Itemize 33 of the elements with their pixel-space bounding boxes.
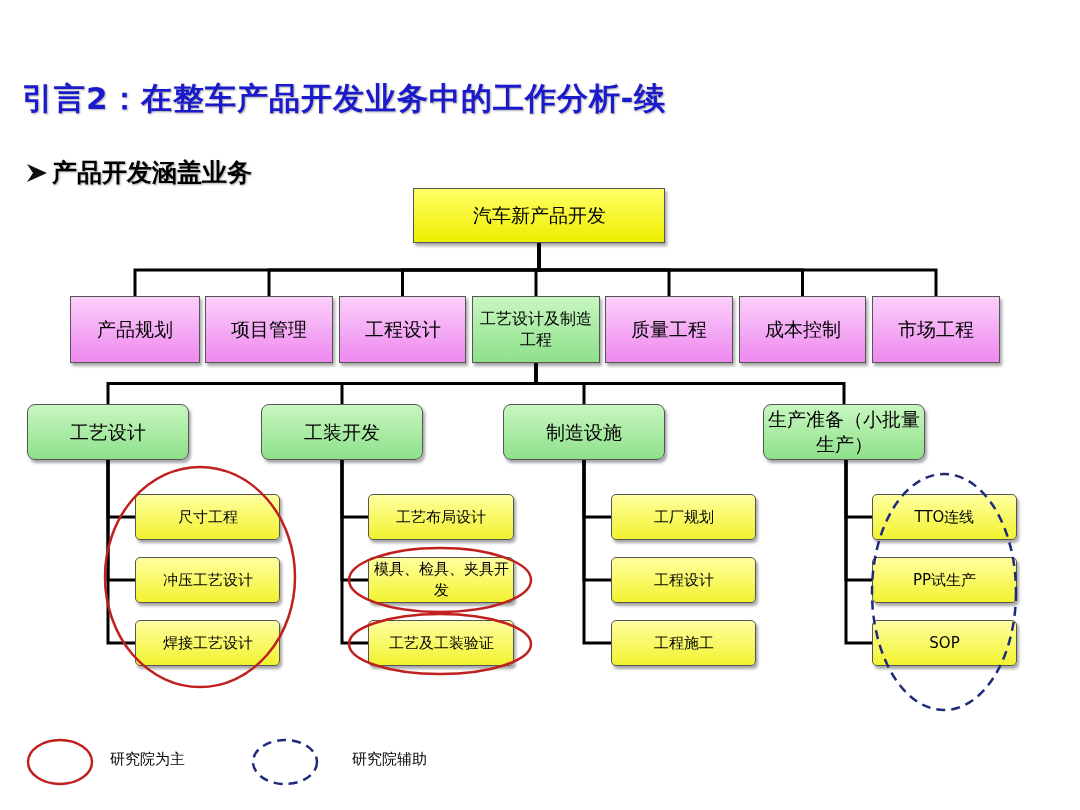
connector-line (844, 460, 872, 645)
department-box: 工程设计 (339, 296, 466, 363)
legend-text: 研究院为主 (110, 750, 185, 769)
task-box: 工程施工 (611, 620, 756, 666)
task-box: 尺寸工程 (135, 494, 280, 540)
task-box: 模具、检具、夹具开发 (368, 557, 514, 603)
root-box: 汽车新产品开发 (413, 188, 665, 243)
category-box: 工装开发 (261, 404, 423, 460)
task-box: 焊接工艺设计 (135, 620, 280, 666)
connector-line (534, 363, 846, 404)
task-box: 工程设计 (611, 557, 756, 603)
department-box: 成本控制 (739, 296, 866, 363)
category-box: 工艺设计 (27, 404, 189, 460)
legend-text: 研究院辅助 (352, 750, 427, 769)
department-box: 项目管理 (205, 296, 333, 363)
connector-line (582, 460, 611, 645)
task-box: PP试生产 (872, 557, 1017, 603)
task-box: SOP (872, 620, 1017, 666)
section-heading: 产品开发涵盖业务 (52, 157, 252, 189)
title: 引言2：在整车产品开发业务中的工作分析-续 (22, 79, 667, 118)
category-box: 生产准备（小批量生产） (763, 404, 925, 460)
department-box: 质量工程 (605, 296, 733, 363)
connector-line (340, 460, 368, 645)
department-box: 市场工程 (872, 296, 1000, 363)
task-box: 工厂规划 (611, 494, 756, 540)
task-box: 工艺布局设计 (368, 494, 514, 540)
task-box: 冲压工艺设计 (135, 557, 280, 603)
category-box: 制造设施 (503, 404, 665, 460)
task-box: TTO连线 (872, 494, 1017, 540)
connector-line (106, 460, 135, 645)
task-box: 工艺及工装验证 (368, 620, 514, 666)
department-box: 产品规划 (70, 296, 200, 363)
department-box: 工艺设计及制造工程 (472, 296, 600, 363)
